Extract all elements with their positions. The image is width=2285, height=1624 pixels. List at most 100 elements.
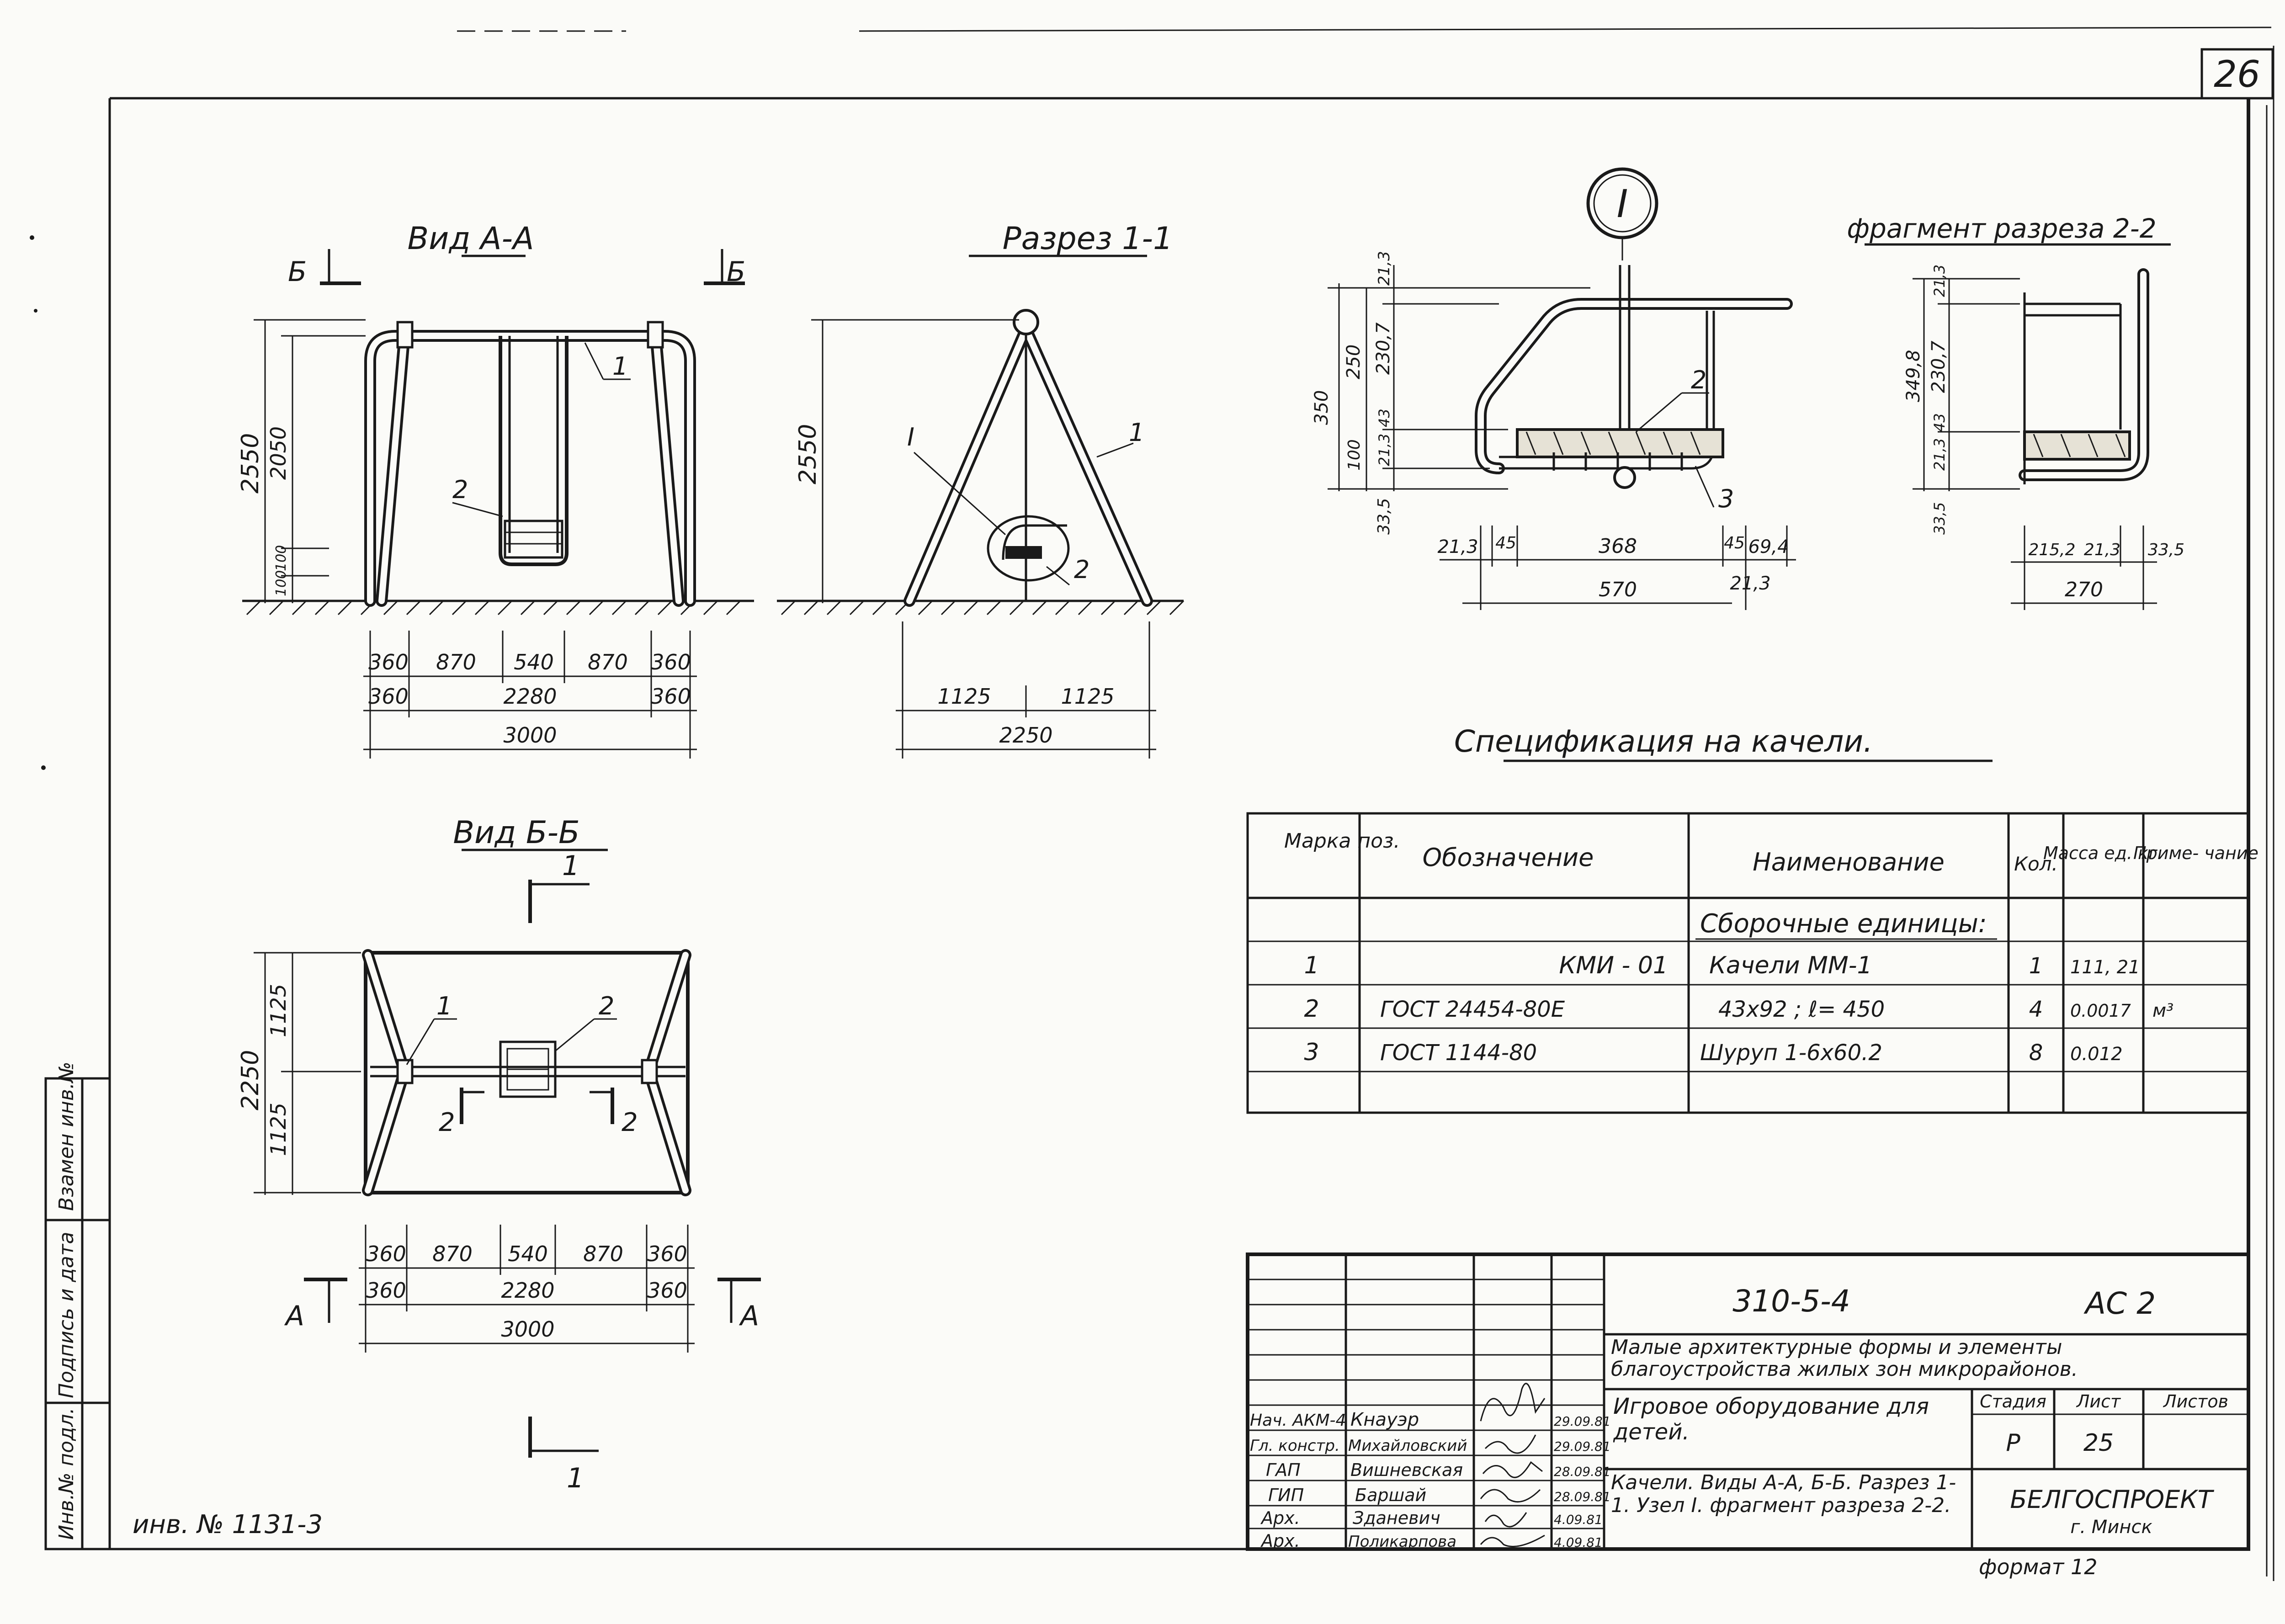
dim: 215,2 — [2028, 541, 2075, 559]
dim: 350 — [1311, 390, 1332, 425]
dim: 2280 — [501, 1278, 554, 1303]
dim: 69,4 — [1748, 536, 1789, 557]
table-cell: 111, 21 — [2070, 957, 2140, 978]
cut-a-left: А — [284, 1300, 304, 1332]
view-aa-title: Вид А-А — [407, 221, 534, 257]
table-row: 2 ГОСТ 24454-80Е 43х92 ; ℓ= 450 4 0.0017… — [1304, 995, 2173, 1023]
person-name: Кнауэр — [1350, 1409, 1419, 1430]
table-cell: ГОСТ 24454-80Е — [1380, 997, 1565, 1022]
dim: 368 — [1599, 535, 1637, 558]
title-block: 310-5-4 АС 2 Малые архитектурные формы и… — [1246, 1252, 2250, 1551]
dim: 570 — [1599, 578, 1637, 601]
cut-b-right: Б — [727, 256, 745, 288]
dim: 45 — [1495, 534, 1516, 552]
role: Гл. констр. — [1250, 1437, 1340, 1455]
dim: 870 — [583, 1242, 623, 1266]
dim: 43 — [1376, 409, 1393, 427]
dim: 21,3 — [1375, 251, 1393, 286]
stamp-inv-original: Инв.№ подл. — [55, 1407, 78, 1540]
view-bb-pos2: 2 — [599, 992, 614, 1020]
dim: 540 — [514, 650, 554, 674]
sign-date: 28.09.81 — [1554, 1464, 1611, 1479]
dim: 870 — [432, 1242, 473, 1266]
dim: 360 — [647, 1242, 687, 1266]
dim: 100 — [1345, 439, 1364, 471]
person-name: Поликарпова — [1348, 1533, 1456, 1551]
dim: 43 — [1931, 413, 1948, 432]
dim: 870 — [588, 650, 628, 674]
view-bb-h-half2: 1125 — [266, 1103, 291, 1156]
role: ГАП — [1266, 1460, 1301, 1480]
signature-row: ГАП Вишневская 28.09.81 — [1266, 1460, 1611, 1480]
view-bb-h-half1: 1125 — [266, 984, 291, 1037]
dim: 33,5 — [1375, 498, 1393, 535]
table-cell: ГОСТ 1144-80 — [1380, 1040, 1537, 1066]
spec-table: Спецификация на качели. Марка поз. Обозн… — [1246, 724, 2258, 1114]
signature-row: Арх. Зданевич 4.09.81 — [1260, 1508, 1603, 1528]
spec-header-note: Приме- чание — [2133, 843, 2258, 863]
view-bb-title: Вид Б-Б — [453, 815, 579, 851]
doc-code: 310-5-4 — [1732, 1284, 1850, 1319]
section-11-height: 2550 — [794, 424, 822, 484]
sign-date: 28.09.81 — [1554, 1489, 1611, 1504]
cut-1-bottom: 1 — [567, 1462, 584, 1494]
sec-2-right: 2 — [622, 1108, 638, 1137]
table-cell: 2 — [1304, 995, 1319, 1023]
table-cell: 8 — [2029, 1040, 2043, 1066]
cut-b-left: Б — [288, 256, 307, 288]
table-cell: м³ — [2152, 1000, 2173, 1021]
dim: 230,7 — [1928, 340, 1949, 393]
stage-label: Стадия — [1980, 1391, 2046, 1412]
person-name: Михайловский — [1348, 1437, 1467, 1455]
view-aa-h-inner: 2050 — [266, 426, 291, 480]
stamp-signature-date: Подпись и дата — [55, 1232, 78, 1398]
dim: 1125 — [1061, 684, 1114, 709]
table-cell: Шуруп 1-6х60.2 — [1700, 1040, 1882, 1066]
view-aa-h-total: 2550 — [237, 433, 264, 494]
dim: 250 — [1343, 345, 1364, 379]
cut-a-right: А — [739, 1300, 759, 1332]
fragment-22-title: фрагмент разреза 2-2 — [1847, 213, 2156, 244]
dim: 230,7 — [1373, 322, 1394, 375]
dim: 360 — [651, 684, 691, 709]
role: ГИП — [1268, 1485, 1304, 1505]
dim: 3000 — [501, 1317, 554, 1342]
org-city: г. Минск — [2070, 1517, 2152, 1538]
table-cell: 1 — [1304, 952, 1319, 979]
person-name: Зданевич — [1353, 1508, 1440, 1528]
signature-row: Арх. Поликарпова 4.09.81 — [1260, 1531, 1603, 1551]
signature-row: Нач. АКМ-4 Кнауэр 29.09.81 — [1250, 1409, 1611, 1430]
dim: 270 — [2065, 578, 2103, 601]
section-11-node: I — [907, 423, 914, 451]
node-I: I 2 3 350 250 230,7 21,3 10 — [1311, 167, 1796, 610]
role: Арх. — [1260, 1531, 1300, 1551]
dim: 360 — [368, 650, 409, 674]
sheet-title: Качели. Виды А-А, Б-Б. Разрез 1-1. Узел … — [1611, 1471, 1956, 1517]
dim: 33,5 — [1931, 502, 1948, 535]
sign-date: 4.09.81 — [1554, 1512, 1603, 1527]
view-aa-pos2: 2 — [452, 475, 468, 504]
spec-title: Спецификация на качели. — [1454, 724, 1873, 759]
spec-header-name: Наименование — [1753, 848, 1945, 876]
table-cell: 0.012 — [2070, 1044, 2123, 1065]
cut-1-top: 1 — [562, 850, 579, 882]
left-stamp: Инв.№ подл. Подпись и дата Взамен инв.№ — [44, 1061, 111, 1550]
role: Арх. — [1260, 1508, 1300, 1528]
dim: 360 — [366, 1278, 406, 1303]
sign-date: 29.09.81 — [1554, 1439, 1611, 1454]
dim: 2280 — [503, 684, 557, 709]
dim: 21,3 — [1437, 536, 1478, 557]
inventory-number: инв. № 1131-3 — [133, 1510, 323, 1539]
signature-row: Гл. констр. Михайловский 29.09.81 — [1250, 1437, 1611, 1455]
view-aa-h-low1: 100 — [273, 545, 289, 571]
dim: 870 — [436, 650, 476, 674]
dim: 45 — [1724, 534, 1745, 552]
view-bb-dims: 360 870 540 870 360 360 2280 360 3000 — [359, 1225, 695, 1353]
person-name: Баршай — [1355, 1485, 1426, 1505]
node-I-pos3: 3 — [1718, 484, 1734, 513]
table-cell: 43х92 ; ℓ= 450 — [1718, 997, 1885, 1022]
sheet-frame: 26 — [108, 27, 2274, 1581]
spec-header-mass: Масса ед. кг. — [2043, 843, 2163, 863]
dim: 33,5 — [2148, 541, 2184, 559]
view-bb: Вид Б-Б 1 1 1 2 2 2 — [237, 815, 761, 1494]
